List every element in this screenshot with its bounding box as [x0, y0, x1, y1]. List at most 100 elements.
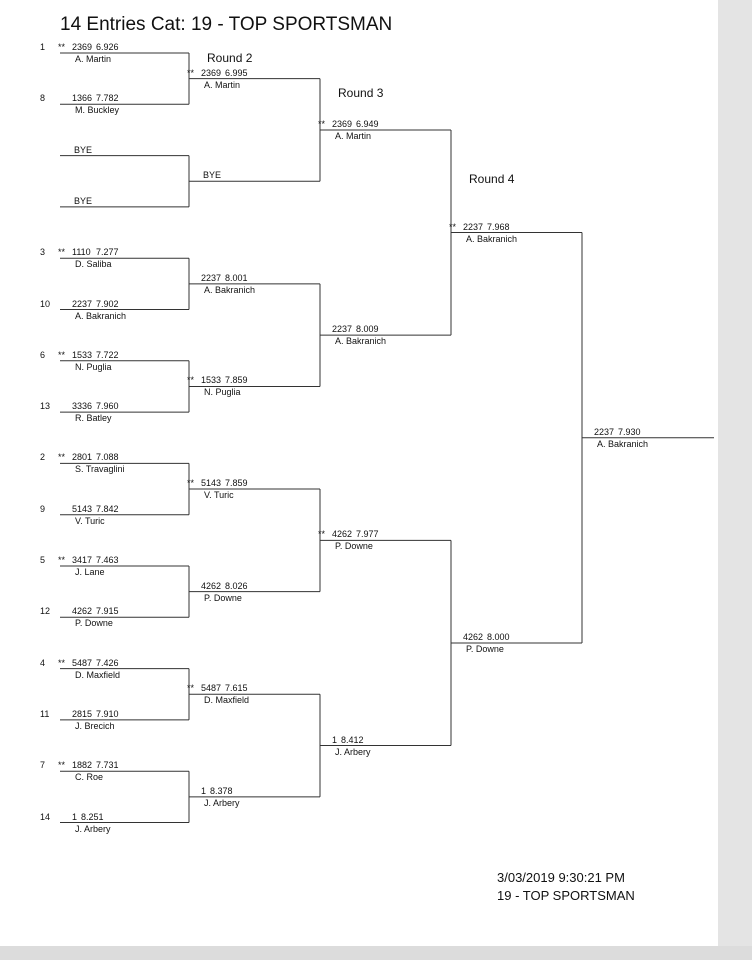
seed-number: 14 [40, 811, 51, 822]
elapsed-time: 7.088 [96, 452, 119, 463]
winner-mark: ** [449, 221, 457, 232]
dial-in: 2237 [594, 426, 615, 437]
winner-mark: ** [58, 657, 66, 668]
round-2-label: Round 2 [207, 51, 253, 65]
elapsed-time: 7.977 [356, 529, 379, 540]
dial-in: 1882 [72, 760, 93, 771]
dial-in: 2815 [72, 708, 93, 719]
elapsed-time: 7.859 [225, 375, 248, 386]
seed-number: 10 [40, 298, 51, 309]
dial-in: 2237 [463, 221, 484, 232]
elapsed-time: 7.930 [618, 426, 641, 437]
seed-number: 11 [40, 708, 50, 719]
page-edge-right [718, 0, 752, 960]
racer-name: J. Arbery [75, 823, 111, 834]
dial-in: 2237 [201, 272, 222, 283]
seed-number: 13 [40, 401, 51, 412]
dial-in: 1533 [72, 349, 93, 360]
racer-name: C. Roe [75, 772, 104, 783]
elapsed-time: 7.859 [225, 478, 248, 489]
dial-in: 5143 [201, 478, 222, 489]
dial-in: 2801 [72, 452, 93, 463]
dial-in: 2237 [72, 298, 93, 309]
elapsed-time: 7.842 [96, 503, 119, 514]
dial-in: 1110 [72, 247, 91, 258]
winner-mark: ** [318, 118, 326, 129]
seed-number: 1 [40, 42, 46, 52]
winner-mark: ** [58, 247, 66, 258]
page-title: 14 Entries Cat: 19 - TOP SPORTSMAN [60, 14, 393, 35]
footer-timestamp: 3/03/2019 9:30:21 PM [497, 870, 625, 885]
winner-mark: ** [58, 349, 66, 360]
racer-name: V. Turic [75, 515, 105, 526]
racer-name: R. Batley [75, 413, 112, 424]
elapsed-time: 7.426 [96, 657, 119, 668]
dial-in: 4262 [201, 580, 222, 591]
elapsed-time: 8.251 [81, 811, 104, 822]
seed-number: 12 [40, 606, 51, 617]
dial-in: 4262 [332, 529, 353, 540]
racer-name: J. Lane [75, 567, 105, 577]
racer-name: A. Martin [335, 130, 372, 141]
elapsed-time: 7.731 [96, 760, 119, 771]
racer-name: V. Turic [204, 490, 234, 501]
winner-mark: ** [58, 760, 66, 771]
elapsed-time: 7.960 [96, 401, 119, 412]
dial-in: 1 [332, 734, 338, 745]
elapsed-time: 8.000 [487, 631, 510, 642]
seed-number: 7 [40, 760, 46, 771]
winner-mark: ** [58, 42, 66, 52]
racer-name: A. Bakranich [204, 284, 256, 295]
racer-name: A. Bakranich [466, 233, 518, 244]
elapsed-time: 6.995 [225, 67, 248, 78]
elapsed-time: 8.412 [341, 734, 364, 745]
racer-name: A. Bakranich [75, 310, 127, 321]
racer-name: A. Bakranich [597, 438, 649, 449]
racer-name: J. Arbery [335, 746, 371, 757]
winner-mark: ** [58, 452, 66, 463]
racer-name: A. Martin [75, 54, 112, 64]
page-edge-bottom [0, 946, 752, 960]
seed-number: 4 [40, 657, 46, 668]
seed-number: 6 [40, 349, 46, 360]
seed-number: 8 [40, 93, 46, 104]
racer-name: J. Brecich [75, 720, 115, 731]
racer-name: P. Downe [335, 541, 373, 552]
dial-in: 5143 [72, 503, 93, 514]
dial-in: 2369 [332, 118, 353, 129]
elapsed-time: 7.463 [96, 555, 119, 565]
elapsed-time: 7.910 [96, 708, 119, 719]
racer-name: D. Maxfield [75, 669, 121, 680]
dial-in: 1533 [201, 375, 222, 386]
winner-mark: ** [318, 529, 326, 540]
dial-in: 2237 [332, 324, 353, 335]
footer-category: 19 - TOP SPORTSMAN [497, 888, 635, 903]
dial-in: 5487 [72, 657, 93, 668]
racer-name: A. Bakranich [335, 336, 387, 347]
elapsed-time: 7.722 [96, 349, 119, 360]
winner-mark: ** [187, 683, 195, 694]
elapsed-time: 6.949 [356, 118, 379, 129]
elapsed-time: 7.782 [96, 93, 119, 104]
dial-in: 2369 [201, 67, 222, 78]
dial-in: 4262 [463, 631, 484, 642]
dial-in: 1366 [72, 93, 93, 104]
seed-number: 3 [40, 247, 46, 258]
dial-in: 3417 [72, 555, 93, 565]
seed-number: 5 [40, 555, 46, 565]
elapsed-time: 8.001 [225, 272, 248, 283]
winner-mark: ** [187, 375, 195, 386]
winner-mark: ** [187, 478, 195, 489]
elapsed-time: 7.915 [96, 606, 119, 617]
bye-label: BYE [74, 195, 93, 206]
racer-name: N. Puglia [204, 387, 241, 398]
round-3-label: Round 3 [338, 86, 384, 100]
dial-in: 2369 [72, 42, 93, 52]
dial-in: 4262 [72, 606, 93, 617]
racer-name: P. Downe [204, 592, 242, 603]
round-4-label: Round 4 [469, 172, 515, 186]
racer-name: S. Travaglini [75, 464, 125, 475]
dial-in: 1 [201, 785, 207, 796]
racer-name: M. Buckley [75, 105, 120, 116]
